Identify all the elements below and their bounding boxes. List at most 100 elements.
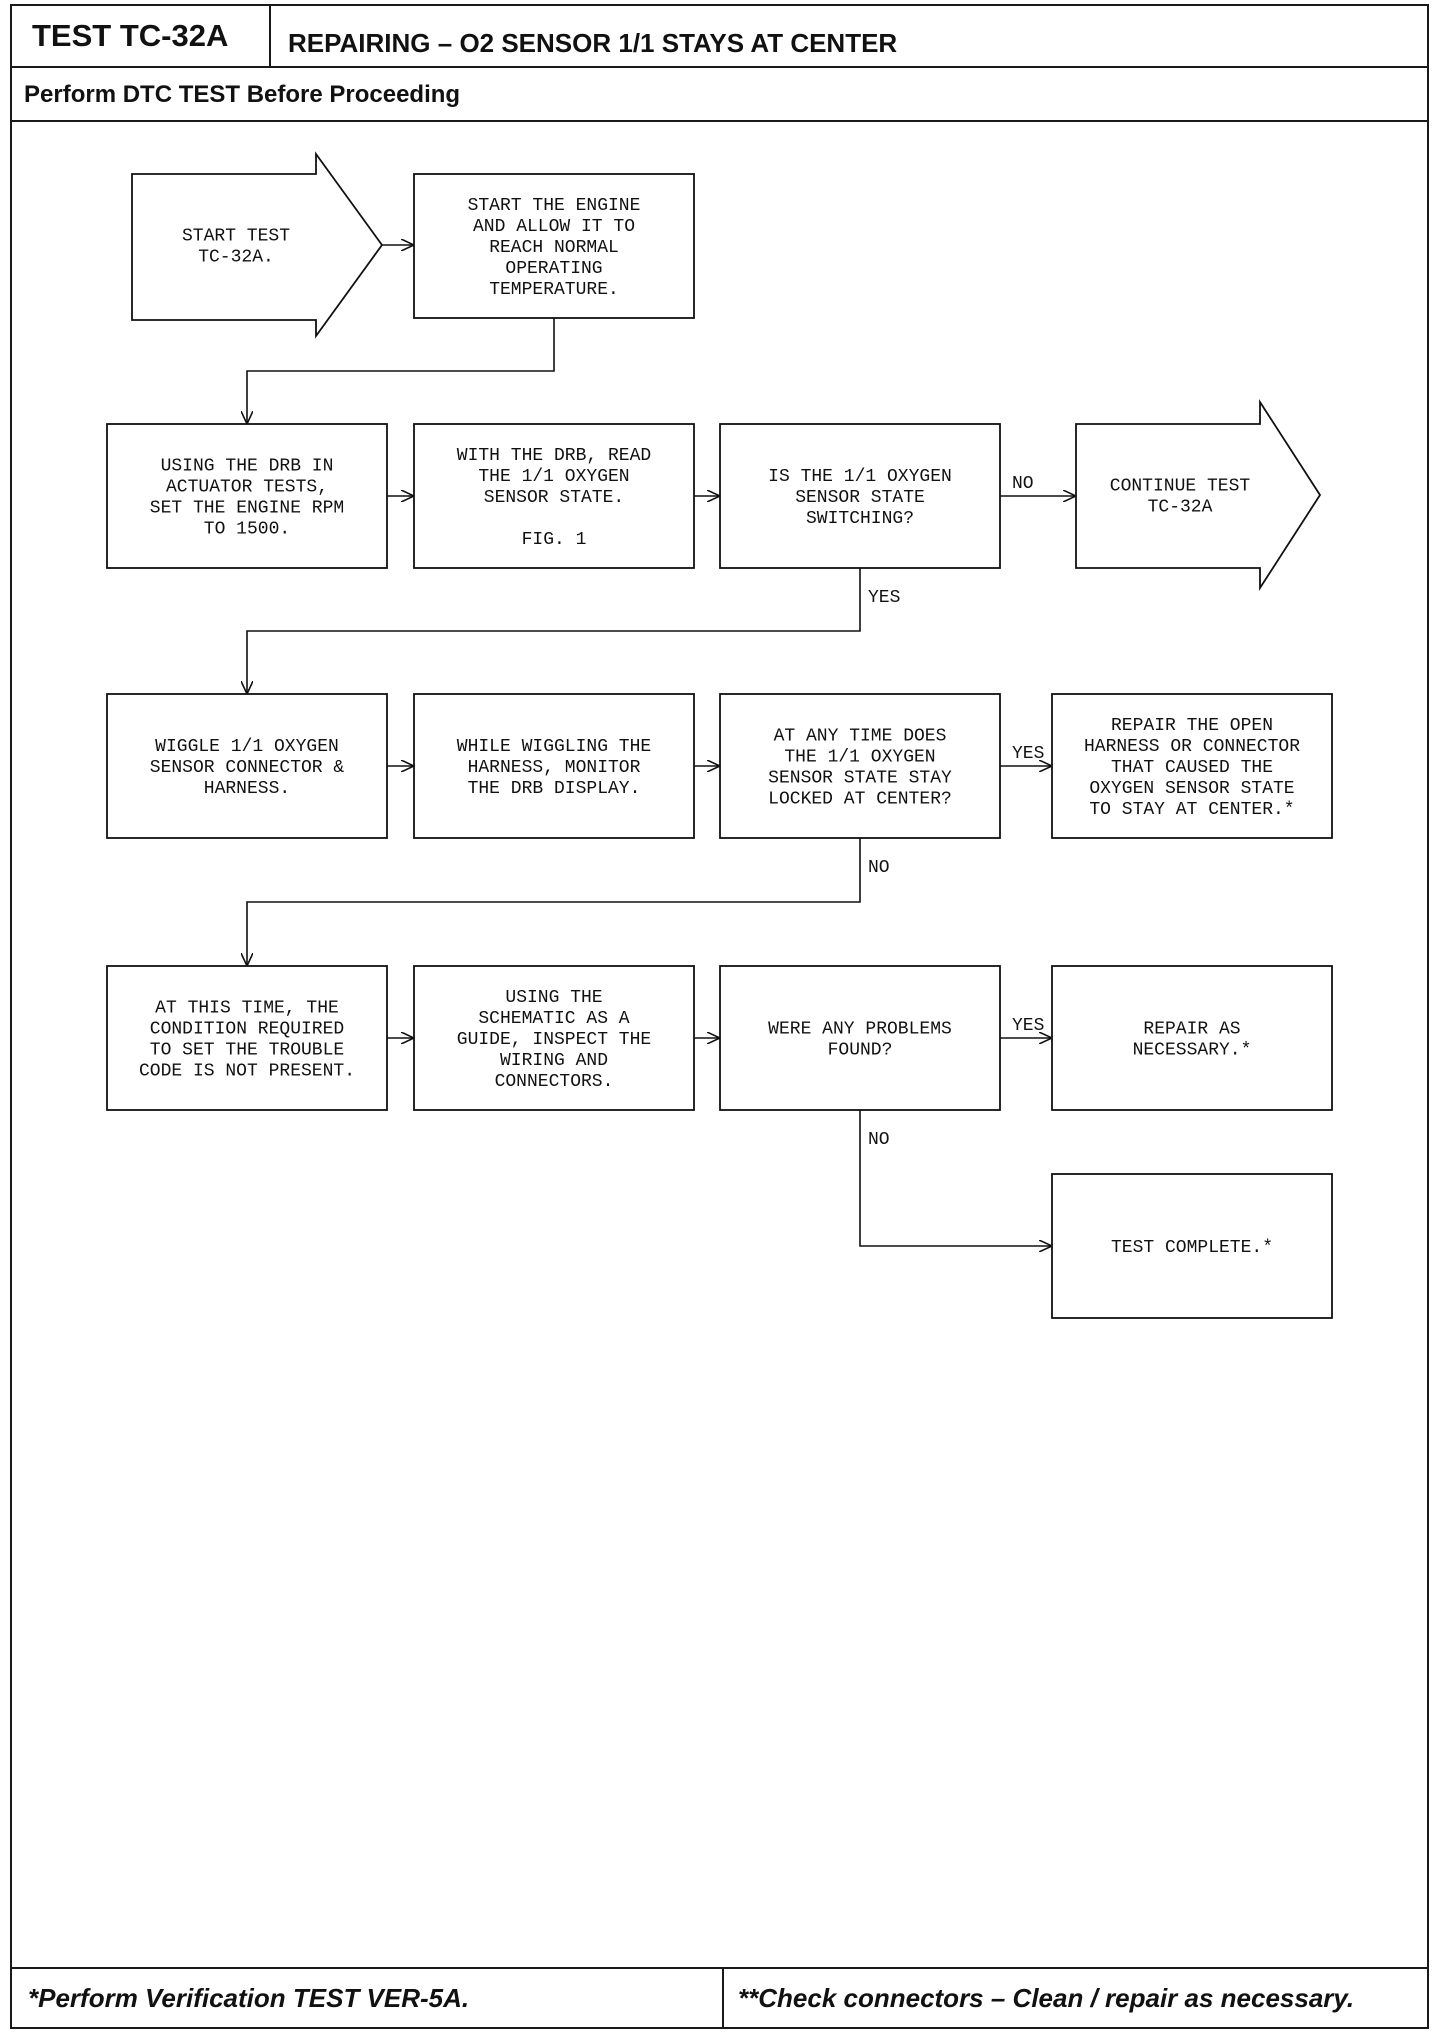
node-text-line: SENSOR STATE	[795, 488, 925, 508]
subheader: Perform DTC TEST Before Proceeding	[12, 68, 1427, 122]
edge-label: YES	[868, 588, 900, 608]
node-text-line: THE 1/1 OXYGEN	[478, 467, 629, 487]
edge-label: NO	[868, 1130, 890, 1150]
box-shape	[1051, 965, 1333, 1111]
node-text-line: CODE IS NOT PRESENT.	[139, 1062, 355, 1082]
node-text-line: CONDITION REQUIRED	[150, 1020, 344, 1040]
box-shape	[106, 965, 388, 1111]
node-text-line: TO 1500.	[204, 520, 290, 540]
node-text-line: OXYGEN SENSOR STATE	[1089, 779, 1294, 799]
node-text-line: SWITCHING?	[806, 509, 914, 529]
node-text-line: TC-32A.	[198, 248, 274, 268]
node-text-line: USING THE	[505, 988, 602, 1008]
node-text-line: SET THE ENGINE RPM	[150, 499, 344, 519]
node-text-line: AT ANY TIME DOES	[774, 727, 947, 747]
node-text-line: ACTUATOR TESTS,	[166, 478, 328, 498]
node-text-line: TO STAY AT CENTER.*	[1089, 800, 1294, 820]
node-complete: TEST COMPLETE.*	[1051, 1173, 1333, 1319]
edge-label: NO	[1012, 474, 1034, 494]
node-text-line: THE 1/1 OXYGEN	[784, 748, 935, 768]
node-text-line: SCHEMATIC AS A	[478, 1009, 629, 1029]
node-text-line: SENSOR STATE.	[484, 488, 624, 508]
arrow-shape	[131, 151, 384, 339]
box-shape	[719, 965, 1001, 1111]
box-shape	[1051, 693, 1333, 839]
node-text-line: THAT CAUSED THE	[1111, 758, 1273, 778]
node-text-line: FIG. 1	[522, 530, 587, 550]
node-text-line: USING THE DRB IN	[161, 457, 334, 477]
node-text-line: START THE ENGINE	[468, 196, 641, 216]
node-text-line: CONTINUE TEST	[1110, 477, 1251, 497]
header-row: TEST TC-32A REPAIRING – O2 SENSOR 1/1 ST…	[12, 6, 1427, 68]
edge-label: NO	[868, 858, 890, 878]
node-text-line: AT THIS TIME, THE	[155, 999, 339, 1019]
box-shape	[413, 965, 695, 1111]
node-text-line: TO SET THE TROUBLE	[150, 1041, 344, 1061]
node-text-line: NECESSARY.*	[1133, 1041, 1252, 1061]
node-text-line: HARNESS.	[204, 779, 290, 799]
arrow-shape	[1075, 398, 1322, 592]
node-text-line: TEST COMPLETE.*	[1111, 1238, 1273, 1258]
box-shape	[413, 423, 695, 569]
node-text-line: SENSOR STATE STAY	[768, 769, 952, 789]
footer-connectors-note: **Check connectors – Clean / repair as n…	[738, 1983, 1355, 2013]
node-text-line: WIRING AND	[500, 1051, 608, 1071]
node-text-line: OPERATING	[505, 259, 602, 279]
edge-q-problems-to-complete	[859, 1110, 1052, 1246]
edges-layer: NO YES YES NO YES NO	[247, 245, 1076, 1246]
edge-label: YES	[1012, 744, 1044, 764]
box-shape	[719, 693, 1001, 839]
node-text-line: FOUND?	[828, 1041, 893, 1061]
node-text-line: LOCKED AT CENTER?	[768, 790, 952, 810]
box-shape	[719, 423, 1001, 569]
node-text-line: TC-32A	[1148, 498, 1213, 518]
edge-warmup-to-set-rpm	[247, 318, 555, 424]
node-text-line: WITH THE DRB, READ	[457, 446, 651, 466]
edge-q-switching-to-wiggle	[247, 568, 861, 694]
box-shape	[106, 423, 388, 569]
node-text-line: HARNESS OR CONNECTOR	[1084, 737, 1300, 757]
node-text-line: TEMPERATURE.	[489, 280, 619, 300]
node-text-line: GUIDE, INSPECT THE	[457, 1030, 651, 1050]
node-text-line: WHILE WIGGLING THE	[457, 737, 651, 757]
box-shape	[413, 693, 695, 839]
node-text-line: REPAIR THE OPEN	[1111, 716, 1273, 736]
node-text-line: IS THE 1/1 OXYGEN	[768, 467, 952, 487]
box-shape	[413, 173, 695, 319]
test-title: REPAIRING – O2 SENSOR 1/1 STAYS AT CENTE…	[288, 28, 898, 58]
node-text-line: CONNECTORS.	[495, 1072, 614, 1092]
node-text-line: START TEST	[182, 227, 290, 247]
node-text-line: SENSOR CONNECTOR &	[150, 758, 345, 778]
footer-row: *Perform Verification TEST VER-5A. **Che…	[12, 1967, 1427, 2027]
box-shape	[1051, 1173, 1333, 1319]
node-text-line: WIGGLE 1/1 OXYGEN	[155, 737, 339, 757]
edge-label: YES	[1012, 1016, 1044, 1036]
test-id: TEST TC-32A	[12, 6, 271, 66]
node-text-line: REACH NORMAL	[489, 238, 619, 258]
node-text-line: WERE ANY PROBLEMS	[768, 1020, 952, 1040]
node-text-line: HARNESS, MONITOR	[468, 758, 641, 778]
footer-verification-note: *Perform Verification TEST VER-5A.	[12, 1969, 724, 2027]
flowchart-page: TEST TC-32A REPAIRING – O2 SENSOR 1/1 ST…	[10, 4, 1429, 2029]
box-shape	[106, 693, 388, 839]
node-text-line: REPAIR AS	[1143, 1020, 1240, 1040]
node-text-line: THE DRB DISPLAY.	[468, 779, 641, 799]
node-text-line: AND ALLOW IT TO	[473, 217, 635, 237]
edge-q-locked-to-not-present	[247, 838, 861, 966]
